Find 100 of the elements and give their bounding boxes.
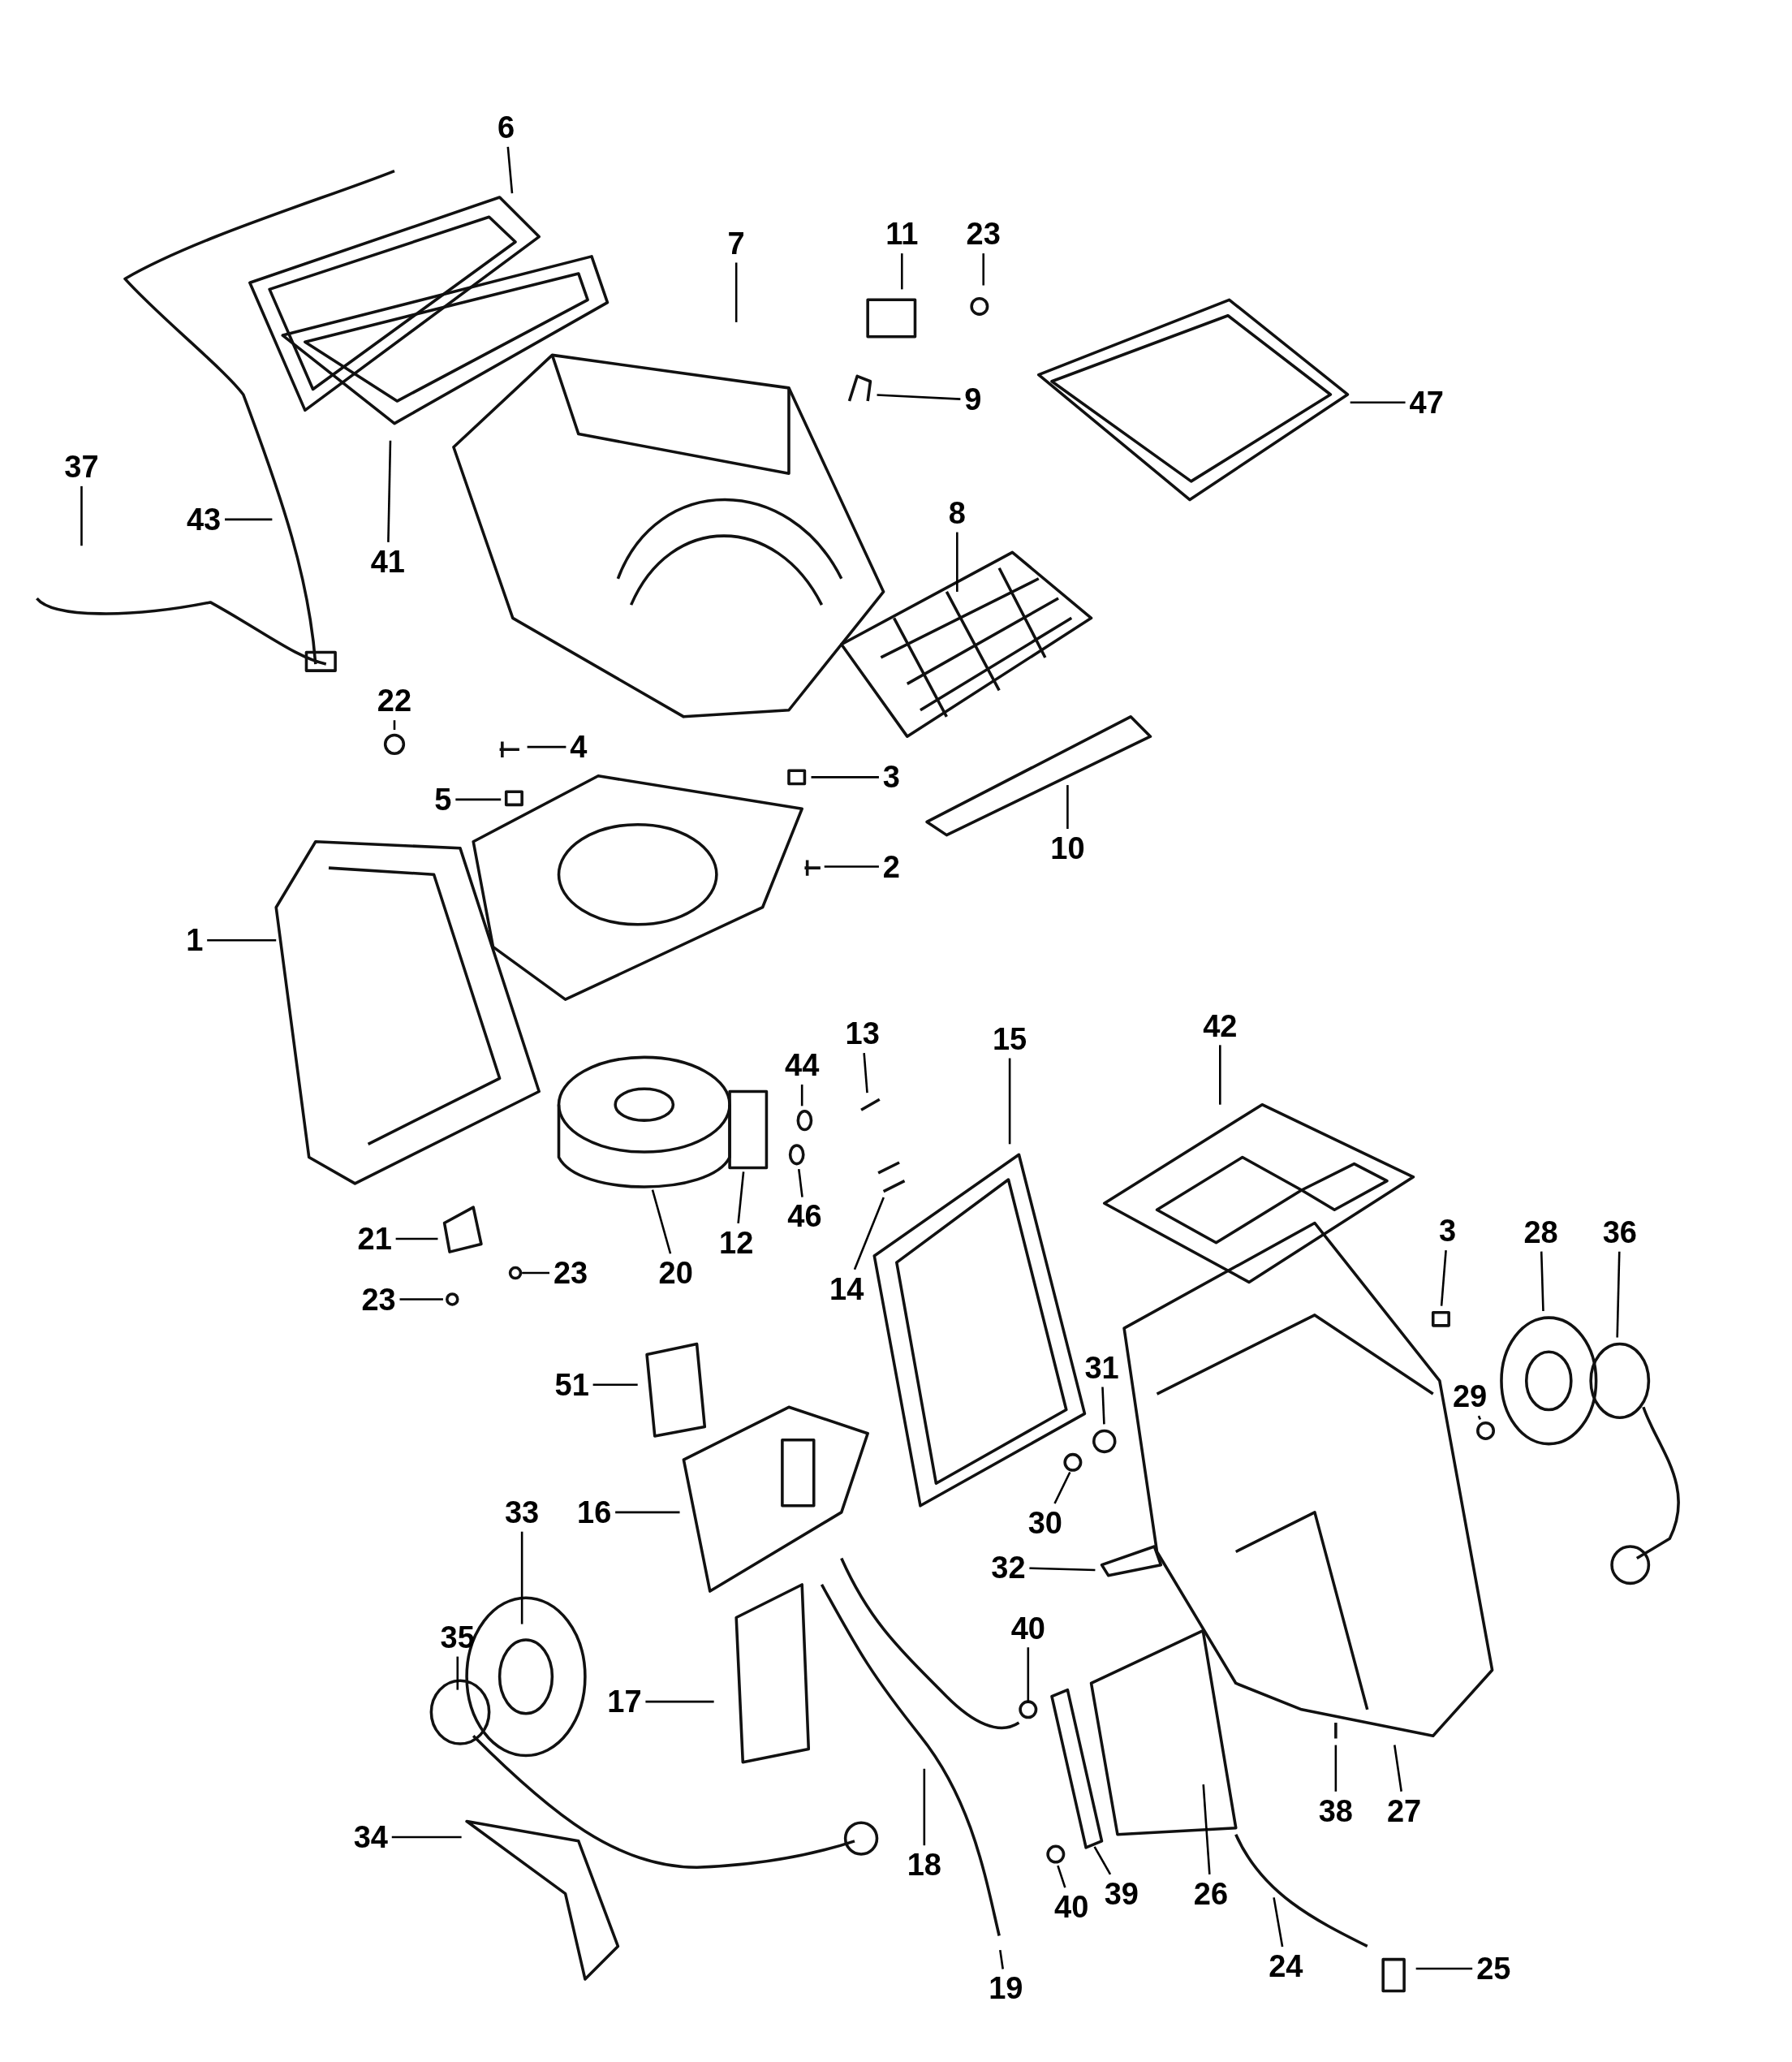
leader-line [824,865,879,868]
callout-number: 35 [440,1621,475,1653]
callout-number: 1 [186,925,204,956]
callout-number: 26 [1193,1878,1229,1909]
leader-line [853,1197,885,1270]
callout-number: 8 [948,497,966,528]
leader-line [391,1836,462,1839]
callout-number: 21 [357,1223,392,1254]
leader-line [901,253,903,290]
callout-number: 23 [966,218,1001,250]
callout-number: 38 [1318,1795,1353,1827]
leader-line [1616,1251,1621,1338]
leader-line [923,1768,926,1846]
callout-number: 3 [882,761,900,793]
callout-number: 24 [1269,1950,1303,1982]
callout-number: 31 [1084,1352,1119,1383]
leader-line [1093,1846,1112,1875]
leader-line [1029,1567,1096,1572]
callout-number: 36 [1602,1216,1637,1248]
leader-line [800,1084,803,1106]
leader-line [1101,1387,1105,1425]
leader-line [999,1949,1004,1969]
callout-number: 33 [504,1496,540,1528]
callout-number: 19 [989,1973,1023,2004]
callout-number: 16 [577,1496,612,1528]
callout-number: 15 [993,1023,1027,1055]
leader-line [982,253,984,286]
leader-line [1066,785,1069,829]
leader-line [1415,1967,1473,1970]
leader-line [734,262,738,322]
leader-line [811,776,879,779]
leader-line [737,1171,745,1224]
leader-line [522,1271,549,1275]
leader-line [387,440,392,542]
leader-line [651,1189,672,1254]
callout-number: 18 [907,1849,941,1881]
callout-number: 29 [1452,1381,1488,1413]
leader-line [645,1700,714,1703]
callout-number: 9 [964,384,982,416]
callout-number: 41 [370,546,405,577]
leader-line [798,1168,803,1197]
leader-line [395,1237,438,1240]
leader-line [1477,1415,1482,1421]
leader-line [393,720,396,731]
leader-line [1540,1251,1544,1312]
leader-line [877,394,961,400]
callout-number: 39 [1104,1878,1139,1909]
leader-line [615,1511,680,1514]
leader-line [520,1531,523,1624]
callout-number: 25 [1476,1953,1511,1985]
leader-line [1053,1471,1071,1504]
callout-number: 22 [377,685,412,717]
callout-number: 30 [1027,1507,1062,1538]
callout-number: 43 [186,503,222,535]
leader-line [455,798,502,801]
callout-number: 7 [727,227,745,259]
callout-number: 46 [787,1201,822,1232]
leader-line [80,485,83,546]
callout-number: 44 [785,1050,820,1081]
leader-line [863,1052,868,1094]
callout-number: 40 [1054,1891,1089,1922]
callout-number: 14 [829,1273,864,1305]
leader-line [1273,1897,1284,1948]
leader-line [1334,1745,1338,1792]
leader-line [1202,1784,1211,1874]
callout-number: 37 [64,451,99,483]
callout-number: 47 [1409,386,1444,418]
leader-line [1440,1249,1447,1306]
callout-number: 17 [607,1686,642,1718]
callout-number: 4 [570,731,588,763]
callout-number: 28 [1523,1216,1558,1248]
callout-number: 2 [882,851,900,882]
leader-line [1027,1647,1030,1703]
leader-line [456,1656,459,1690]
leader-line [527,745,566,748]
callout-number: 51 [554,1369,589,1400]
callout-number: 40 [1010,1612,1045,1644]
callout-number: 20 [658,1257,693,1289]
leader-line [225,518,273,521]
leader-line [1394,1745,1402,1792]
leader-line [399,1298,443,1301]
callout-number: 23 [553,1257,588,1289]
leader-line [1057,1865,1066,1888]
callout-number: 6 [498,112,515,144]
callout-number: 3 [1439,1215,1457,1247]
callout-number: 12 [719,1227,754,1258]
leader-line [207,938,277,942]
callout-number: 5 [434,783,452,815]
callout-number: 32 [991,1552,1026,1583]
leader-line [1350,401,1406,403]
callout-number: 42 [1203,1010,1238,1042]
callout-number: 34 [353,1822,388,1853]
leader-line [1219,1045,1221,1105]
callout-number: 11 [885,218,919,250]
callout-number: 23 [361,1283,396,1315]
leader-line [506,146,514,194]
callout-number: 10 [1050,832,1085,864]
leader-line [592,1383,638,1387]
leader-line [956,532,958,592]
callout-number: 13 [845,1018,880,1050]
